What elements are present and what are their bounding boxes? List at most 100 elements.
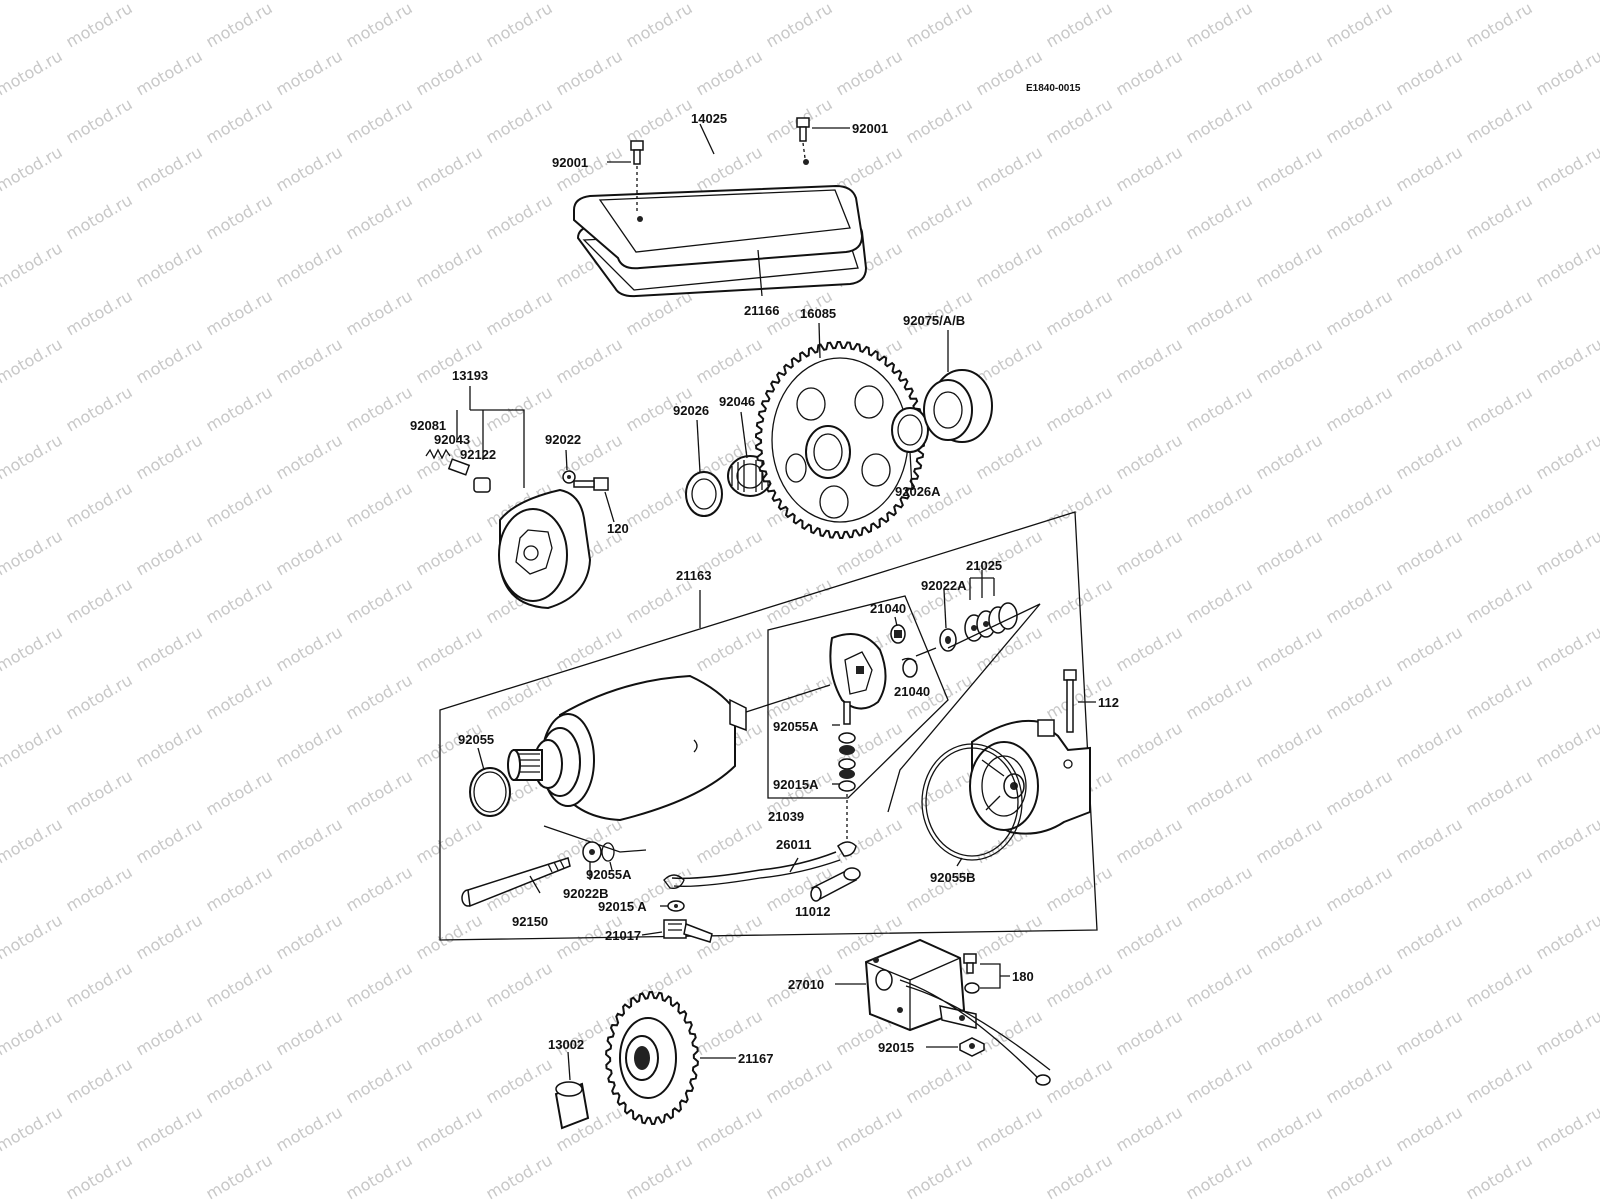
label-21167: 21167 <box>738 1051 773 1066</box>
watermark-text: motod.ru <box>1323 286 1396 339</box>
label-92055A-lower: 92055A <box>586 867 632 882</box>
oring-92055A-lower <box>601 842 615 862</box>
watermark-text: motod.ru <box>1043 478 1116 531</box>
watermark-text: motod.ru <box>973 1006 1046 1059</box>
watermark-text: motod.ru <box>1463 574 1536 627</box>
bolt-120 <box>573 477 609 491</box>
watermark-text: motod.ru <box>133 814 206 867</box>
label-92055: 92055 <box>458 732 494 747</box>
watermark-text: motod.ru <box>1393 0 1466 3</box>
watermark-text: motod.ru <box>763 1054 836 1107</box>
watermark-text: motod.ru <box>693 0 766 3</box>
watermark-text: motod.ru <box>1253 622 1326 675</box>
watermark-text: motod.ru <box>0 46 66 99</box>
watermark-text: motod.ru <box>1253 718 1326 771</box>
watermark-text: motod.ru <box>693 814 766 867</box>
watermark-text: motod.ru <box>203 862 276 915</box>
label-92150: 92150 <box>512 914 548 929</box>
watermark-text: motod.ru <box>0 142 66 195</box>
watermark-text: motod.ru <box>343 862 416 915</box>
watermark-text: motod.ru <box>1043 1150 1116 1200</box>
motor-assembly-outline <box>439 511 1098 941</box>
watermark-text: motod.ru <box>1323 0 1396 51</box>
watermark-text: motod.ru <box>203 382 276 435</box>
watermark-text: motod.ru <box>203 574 276 627</box>
watermark-text: motod.ru <box>203 286 276 339</box>
leader-21166 <box>757 249 763 297</box>
label-92075: 92075/A/B <box>903 313 965 328</box>
watermark-text: motod.ru <box>203 1150 276 1200</box>
watermark-text: motod.ru <box>413 814 486 867</box>
label-92026: 92026 <box>673 403 709 418</box>
bolt-92001-left <box>630 140 644 214</box>
watermark-text: motod.ru <box>1393 622 1466 675</box>
watermark-text: motod.ru <box>1323 478 1396 531</box>
starter-clutch-group: 13193 92081 92043 92122 92022 120 <box>410 368 629 610</box>
plunger-92043 <box>447 458 471 476</box>
leader-92055 <box>477 747 485 771</box>
watermark-text: motod.ru <box>483 190 556 243</box>
label-92022B: 92022B <box>563 886 609 901</box>
label-112: 112 <box>1098 695 1119 710</box>
watermark-text: motod.ru <box>1113 142 1186 195</box>
watermark-text: motod.ru <box>693 622 766 675</box>
label-21040-top: 21040 <box>870 601 906 616</box>
leader-92150 <box>529 875 541 894</box>
watermark-text: motod.ru <box>133 910 206 963</box>
leader-92026 <box>696 419 701 473</box>
watermark-text: motod.ru <box>273 910 346 963</box>
watermark-text: motod.ru <box>763 1150 836 1200</box>
watermark-text: motod.ru <box>63 0 136 51</box>
watermark-text: motod.ru <box>1393 46 1466 99</box>
watermark-text: motod.ru <box>1323 670 1396 723</box>
leader-92022A <box>943 589 947 629</box>
label-92022: 92022 <box>545 432 581 447</box>
watermark-text: motod.ru <box>63 1150 136 1200</box>
watermark-text: motod.ru <box>1533 238 1600 291</box>
watermark-text: motod.ru <box>1113 526 1186 579</box>
watermark-text: motod.ru <box>133 526 206 579</box>
watermark-text: motod.ru <box>483 94 556 147</box>
brush-21040-top <box>890 624 906 644</box>
starter-cover-group: 14025 92001 92001 21166 <box>552 111 888 318</box>
brush-plate <box>829 633 887 710</box>
label-92055B: 92055B <box>930 870 976 885</box>
label-92081: 92081 <box>410 418 446 433</box>
watermark-text: motod.ru <box>1113 238 1186 291</box>
watermark-text: motod.ru <box>1113 46 1186 99</box>
watermark-text: motod.ru <box>1183 0 1256 51</box>
cover-top-face <box>598 189 851 253</box>
label-21040-bottom: 21040 <box>894 684 930 699</box>
watermark-text: motod.ru <box>1183 574 1256 627</box>
watermark-text: motod.ru <box>1323 1054 1396 1107</box>
watermark-text: motod.ru <box>63 94 136 147</box>
watermark-text: motod.ru <box>0 238 66 291</box>
watermark-text: motod.ru <box>1253 46 1326 99</box>
watermark-text: motod.ru <box>973 910 1046 963</box>
leader-92046 <box>740 411 748 459</box>
watermark-text: motod.ru <box>343 478 416 531</box>
watermark-text: motod.ru <box>693 334 766 387</box>
watermark-text: motod.ru <box>693 1102 766 1155</box>
label-16085: 16085 <box>800 306 836 321</box>
watermark-text: motod.ru <box>203 958 276 1011</box>
watermark-text: motod.ru <box>0 1006 66 1059</box>
watermark-text: motod.ru <box>1463 670 1536 723</box>
watermark-text: motod.ru <box>1463 286 1536 339</box>
watermark-text: motod.ru <box>763 670 836 723</box>
starter-gear-group: 92026 92046 16085 92075/A/B 92026A <box>673 306 993 539</box>
terminal-kit-21025 <box>964 602 1018 642</box>
watermark-text: motod.ru <box>903 0 976 51</box>
watermark-text: motod.ru <box>1183 766 1256 819</box>
label-120: 120 <box>607 521 629 536</box>
leader-26011 <box>789 857 799 873</box>
watermark-text: motod.ru <box>1113 0 1186 3</box>
watermark-text: motod.ru <box>133 0 206 3</box>
spring-92081 <box>425 448 451 460</box>
watermark-text: motod.ru <box>483 1054 556 1107</box>
watermark-text: motod.ru <box>413 526 486 579</box>
watermark-text: motod.ru <box>623 0 696 51</box>
watermark-text: motod.ru <box>273 238 346 291</box>
watermark-text: motod.ru <box>1253 1102 1326 1155</box>
